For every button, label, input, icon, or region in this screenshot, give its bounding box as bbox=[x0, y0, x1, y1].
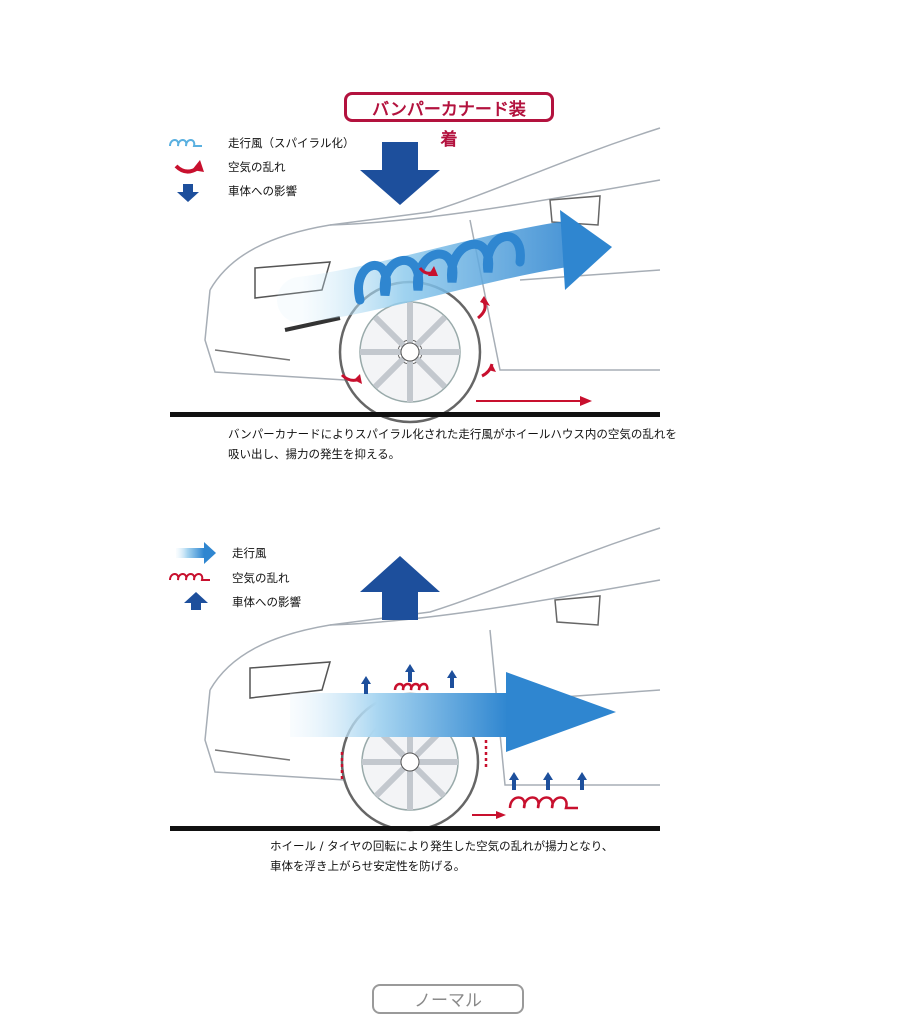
normal-caption-line1: ホイール / タイヤの回転により発生した空気の乱れが揚力となり、 bbox=[270, 839, 614, 853]
legend-label-force: 車体への影響 bbox=[228, 184, 297, 198]
legend-label-spiral: 走行風（スパイラル化） bbox=[228, 136, 355, 150]
down-arrow-icon bbox=[177, 184, 199, 202]
normal-caption-line2: 車体を浮き上がらせ安定性を防げる。 bbox=[270, 859, 466, 873]
wind-arrow-head bbox=[506, 672, 616, 752]
wind-arrow-icon bbox=[176, 548, 204, 558]
spiral-wind-icon bbox=[169, 139, 202, 147]
legend-label-force: 車体への影響 bbox=[232, 595, 301, 609]
lift-arrows bbox=[361, 664, 587, 790]
turbulence-coil-icon bbox=[169, 573, 210, 581]
canard-caption-line1: バンパーカナードによりスパイラル化された走行風がホイールハウス内の空気の乱れを bbox=[228, 427, 677, 441]
legend-label-turbulence: 空気の乱れ bbox=[232, 571, 290, 585]
canard-caption: バンパーカナードによりスパイラル化された走行風がホイールハウス内の空気の乱れを … bbox=[228, 424, 677, 464]
legend-label-wind: 走行風 bbox=[232, 546, 267, 560]
legend-label-turbulence: 空気の乱れ bbox=[228, 160, 286, 174]
up-arrow-icon bbox=[184, 592, 208, 610]
normal-diagram bbox=[169, 527, 661, 832]
normal-panel: ノーマル 走行風 空気の乱れ 車体への影響 ホイール / タイヤの回転により発生… bbox=[0, 480, 900, 1014]
downforce-arrow bbox=[360, 142, 440, 205]
canard-caption-line2: 吸い出し、揚力の発生を抑える。 bbox=[228, 447, 401, 461]
canard-diagram bbox=[169, 127, 661, 424]
car-body bbox=[204, 527, 661, 786]
front-wheel bbox=[338, 280, 482, 424]
canard-badge: バンパーカナード装着 bbox=[344, 92, 554, 150]
normal-badge: ノーマル bbox=[372, 984, 524, 1014]
lift-arrow bbox=[360, 556, 440, 620]
ground-line bbox=[170, 826, 660, 831]
wind-arrow-body bbox=[290, 693, 508, 737]
normal-caption: ホイール / タイヤの回転により発生した空気の乱れが揚力となり、 車体を浮き上が… bbox=[270, 836, 613, 876]
turbulence-coils bbox=[340, 682, 578, 810]
canard-panel: バンパーカナード装着 走行風（スパイラル化） 空気の乱れ 車体への影響 バンパー… bbox=[0, 0, 900, 470]
ground-line bbox=[170, 412, 660, 417]
